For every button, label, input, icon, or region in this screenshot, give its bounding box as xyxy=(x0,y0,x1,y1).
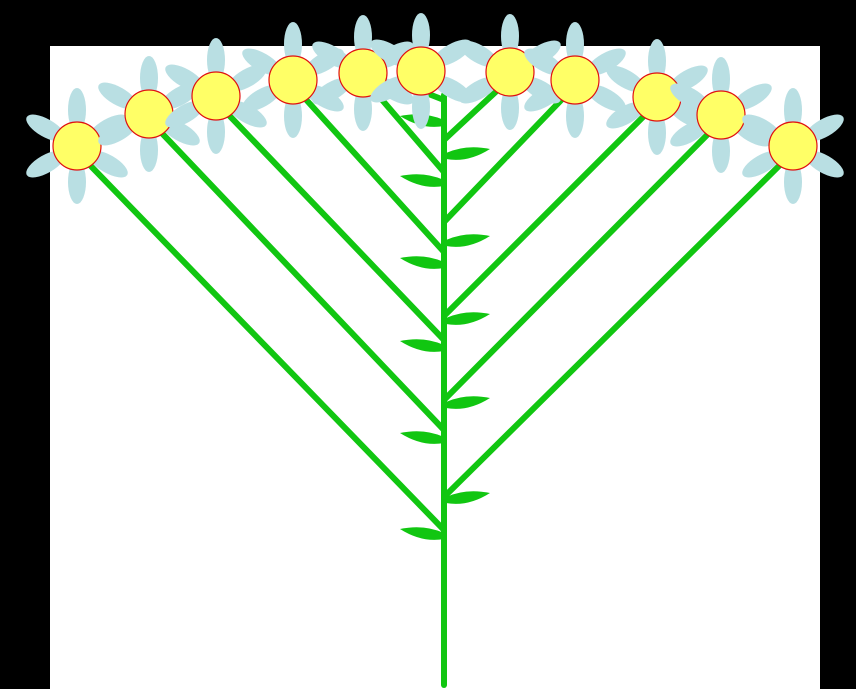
branch-stem xyxy=(221,107,447,343)
leaf xyxy=(446,147,490,160)
branch-stem xyxy=(441,91,570,225)
flowers xyxy=(26,13,844,204)
branch-stem xyxy=(298,91,447,255)
leaf xyxy=(400,431,444,444)
flower-petal xyxy=(207,110,225,154)
flower xyxy=(26,88,128,204)
flower xyxy=(524,22,626,138)
flower-center xyxy=(696,90,746,140)
flower-petal xyxy=(412,85,430,129)
flower-petal xyxy=(284,22,302,66)
branch-stem xyxy=(441,157,788,500)
leaf xyxy=(446,312,490,325)
flower-center xyxy=(52,121,102,171)
flower xyxy=(165,38,267,154)
leaf xyxy=(446,491,490,504)
flower xyxy=(242,22,344,138)
flower-petal xyxy=(566,94,584,138)
flower-petal xyxy=(712,57,730,101)
flower-petal xyxy=(68,88,86,132)
flower-petal xyxy=(784,88,802,132)
flower-petal xyxy=(284,94,302,138)
branch-stem xyxy=(441,126,716,403)
flower-center xyxy=(124,89,174,139)
branch-stem xyxy=(82,157,447,533)
flower-center xyxy=(338,48,388,98)
flower-petal xyxy=(68,160,86,204)
flower-center xyxy=(485,47,535,97)
flower-center xyxy=(550,55,600,105)
canvas-background xyxy=(50,46,820,689)
leaves xyxy=(400,114,490,540)
flower-petal xyxy=(140,128,158,172)
flower-petal xyxy=(566,22,584,66)
flower-center xyxy=(396,46,446,96)
branch-stem xyxy=(154,125,447,433)
branch-stem xyxy=(441,83,505,143)
flower-petal xyxy=(501,14,519,58)
flower-center xyxy=(632,72,682,122)
flower-petal xyxy=(140,56,158,100)
leaf xyxy=(400,174,444,187)
flower-center xyxy=(191,71,241,121)
flower-center xyxy=(768,121,818,171)
flower-center xyxy=(268,55,318,105)
branch-stem xyxy=(441,108,652,319)
leaf xyxy=(446,234,490,247)
flower-petal xyxy=(412,13,430,57)
flower xyxy=(670,57,772,173)
leaf xyxy=(400,339,444,352)
flower-petal xyxy=(712,129,730,173)
flower-petal xyxy=(784,160,802,204)
flower-petal xyxy=(648,111,666,155)
flower xyxy=(742,88,844,204)
branches xyxy=(82,83,788,688)
flower xyxy=(98,56,200,172)
leaf xyxy=(400,256,444,269)
flower xyxy=(312,15,414,131)
leaf xyxy=(400,527,444,540)
flower-petal xyxy=(207,38,225,82)
flower-petal xyxy=(501,86,519,130)
leaf xyxy=(446,396,490,409)
flower-petal xyxy=(648,39,666,83)
flower-petal xyxy=(354,87,372,131)
flower-petal xyxy=(354,15,372,59)
